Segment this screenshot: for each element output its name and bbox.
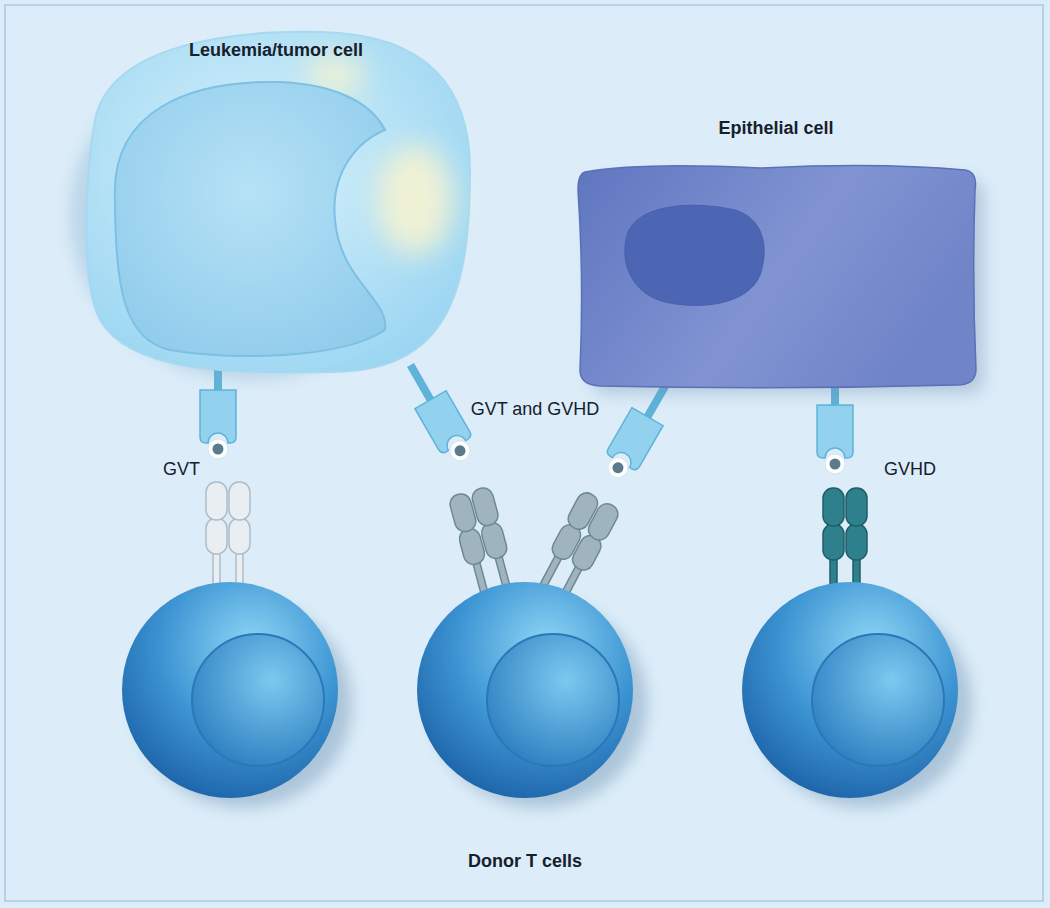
group-label: Donor T cells [468,850,582,872]
donor-t-cell [122,582,352,808]
cell-outline [78,28,474,378]
donor-t-cell [742,582,972,808]
t-cell-receptor [823,488,867,598]
reaction-label: GVT and GVHD [471,398,600,420]
reaction-label: GVT [163,458,200,480]
t-cell-receptor [206,482,250,592]
mhc-molecule [395,356,481,468]
epithelial-cell: Epithelial cell [570,112,982,392]
donor-t-cell [417,582,647,808]
cell-outline [570,112,982,392]
reaction-label: GVHD [884,458,936,480]
cell-title: Leukemia/tumor cell [78,40,474,61]
tumor-cell: Leukemia/tumor cell [78,28,474,378]
cell-title: Epithelial cell [570,118,982,139]
